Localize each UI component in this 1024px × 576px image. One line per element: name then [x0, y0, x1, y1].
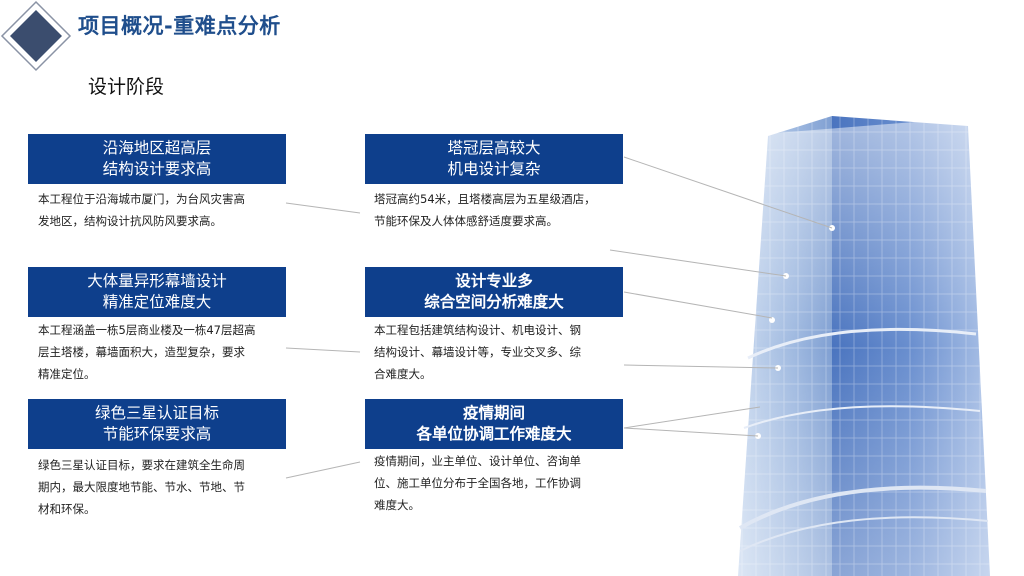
- card-heading-green-certification: 绿色三星认证目标 节能环保要求高: [28, 399, 286, 449]
- card-text-line: 塔冠高约54米，且塔楼高层为五星级酒店，: [374, 192, 596, 206]
- page-title: 项目概况-重难点分析: [78, 14, 281, 38]
- card-text-line: 绿色三星认证目标，要求在建筑全生命周: [38, 458, 245, 472]
- card-text-line: 节能环保及人体体感舒适度要求高。: [374, 214, 558, 228]
- card-heading-curtain-wall: 大体量异形幕墙设计 精准定位难度大: [28, 267, 286, 317]
- card-text-coastal-structure: 本工程位于沿海城市厦门，为台风灾害高 发地区，结构设计抗风防风要求高。: [38, 188, 288, 232]
- card-text-line: 疫情期间，业主单位、设计单位、咨询单: [374, 454, 581, 468]
- card-text-crown-mep: 塔冠高约54米，且塔楼高层为五星级酒店， 节能环保及人体体感舒适度要求高。: [374, 188, 624, 232]
- card-text-line: 位、施工单位分布于全国各地，工作协调: [374, 476, 581, 490]
- section-title: 设计阶段: [88, 76, 165, 98]
- card-text-line: 层主塔楼，幕墙面积大，造型复杂，要求: [38, 345, 245, 359]
- card-text-line: 期内，最大限度地节能、节水、节地、节: [38, 480, 245, 494]
- card-text-multidiscipline: 本工程包括建筑结构设计、机电设计、钢 结构设计、幕墙设计等，专业交叉多、综 合难…: [374, 319, 624, 385]
- card-title-line: 塔冠层高较大: [447, 139, 541, 157]
- card-title-line: 沿海地区超高层: [102, 139, 212, 157]
- card-text-epidemic-coordination: 疫情期间，业主单位、设计单位、咨询单 位、施工单位分布于全国各地，工作协调 难度…: [374, 450, 624, 516]
- logo-diamond-icon: [0, 0, 72, 72]
- card-heading-crown-mep: 塔冠层高较大 机电设计复杂: [365, 134, 623, 184]
- card-title-line: 节能环保要求高: [102, 425, 212, 443]
- card-title-line: 绿色三星认证目标: [94, 404, 219, 422]
- card-text-line: 本工程位于沿海城市厦门，为台风灾害高: [38, 192, 245, 206]
- card-text-green-certification: 绿色三星认证目标，要求在建筑全生命周 期内，最大限度地节能、节水、节地、节 材和…: [38, 454, 288, 520]
- card-text-line: 发地区，结构设计抗风防风要求高。: [38, 214, 222, 228]
- card-text-line: 精准定位。: [38, 367, 96, 381]
- card-title-line: 机电设计复杂: [447, 160, 541, 178]
- card-text-curtain-wall: 本工程涵盖一栋5层商业楼及一栋47层超高 层主塔楼，幕墙面积大，造型复杂，要求 …: [38, 319, 288, 385]
- card-text-line: 合难度大。: [374, 367, 432, 381]
- card-text-line: 本工程包括建筑结构设计、机电设计、钢: [374, 323, 581, 337]
- card-text-line: 材和环保。: [38, 502, 96, 516]
- card-text-line: 本工程涵盖一栋5层商业楼及一栋47层超高: [38, 323, 256, 337]
- card-title-line: 疫情期间: [462, 404, 525, 422]
- card-heading-coastal-structure: 沿海地区超高层 结构设计要求高: [28, 134, 286, 184]
- card-title-line: 各单位协调工作难度大: [416, 425, 572, 443]
- card-title-line: 结构设计要求高: [102, 160, 212, 178]
- card-heading-epidemic-coordination: 疫情期间 各单位协调工作难度大: [365, 399, 623, 449]
- card-heading-multidiscipline: 设计专业多 综合空间分析难度大: [365, 267, 623, 317]
- card-title-line: 设计专业多: [455, 272, 533, 290]
- card-text-line: 结构设计、幕墙设计等，专业交叉多、综: [374, 345, 581, 359]
- card-title-line: 综合空间分析难度大: [424, 293, 564, 311]
- card-text-line: 难度大。: [374, 498, 420, 512]
- card-title-line: 精准定位难度大: [102, 293, 212, 311]
- card-title-line: 大体量异形幕墙设计: [87, 272, 227, 290]
- skyscraper-illustration: [738, 116, 990, 576]
